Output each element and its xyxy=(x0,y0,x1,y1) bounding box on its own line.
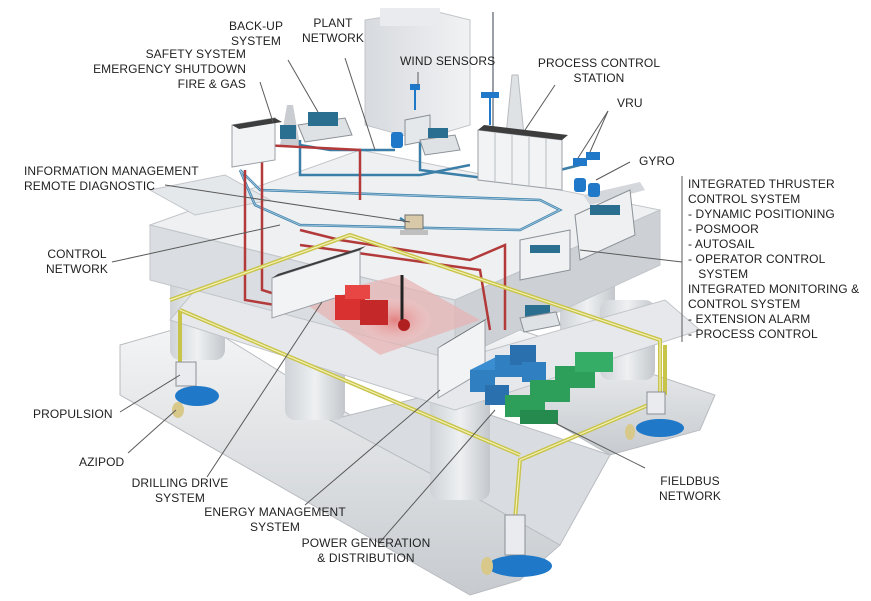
label-integrated-systems: INTEGRATED THRUSTER CONTROL SYSTEM - DYN… xyxy=(688,177,860,341)
column-front-right xyxy=(430,385,490,500)
label-control-network: CONTROL NETWORK xyxy=(45,247,109,276)
label-wind-sensors: WIND SENSORS xyxy=(400,54,496,68)
label-power-generation: POWER GENERATION & DISTRIBUTION xyxy=(301,536,431,565)
drilling-console xyxy=(519,305,561,333)
equipment-cabinets xyxy=(231,117,568,399)
fieldbus-network-cables-inner xyxy=(169,234,661,521)
label-safety-system: SAFETY SYSTEM EMERGENCY SHUTDOWN FIRE & … xyxy=(93,47,246,91)
comms-unit xyxy=(391,132,403,148)
label-process-control-station: PROCESS CONTROL STATION xyxy=(537,56,661,85)
energy-equipment xyxy=(470,345,546,405)
label-energy-management: ENERGY MANAGEMENT SYSTEM xyxy=(204,505,346,534)
wind-sensor-1 xyxy=(410,84,420,110)
label-backup-system: BACK-UP SYSTEM xyxy=(229,19,284,48)
propulsion-thruster-right xyxy=(625,391,684,440)
drilling-drive-equipment xyxy=(335,275,410,331)
label-plant-network: PLANT NETWORK xyxy=(302,16,365,45)
tower-top xyxy=(380,8,440,26)
plant-console xyxy=(404,114,461,156)
process-control-cabinet xyxy=(477,125,568,191)
helideck xyxy=(148,174,272,216)
vru-sensors xyxy=(573,152,600,166)
label-drilling-drive: DRILLING DRIVE SYSTEM xyxy=(131,476,229,505)
safety-system-cabinet xyxy=(231,117,282,168)
wind-sensor-2 xyxy=(481,92,499,125)
gyro-units xyxy=(574,178,600,197)
thrusters xyxy=(172,361,684,577)
label-azipod: AZIPOD xyxy=(79,455,125,469)
bridge-console xyxy=(519,189,636,281)
label-gyro: GYRO xyxy=(639,154,675,168)
leader-lines xyxy=(111,57,683,543)
crane-arm xyxy=(583,182,645,205)
label-information-management: INFORMATION MANAGEMENT REMOTE DIAGNOSTIC xyxy=(24,164,199,193)
power-generation-equipment xyxy=(505,352,613,424)
propulsion-thruster-front xyxy=(481,514,552,577)
backup-console xyxy=(297,112,353,143)
label-fieldbus-network: FIELDBUS NETWORK xyxy=(658,474,722,503)
sensors xyxy=(391,84,600,197)
propulsion-thruster-left xyxy=(172,361,219,418)
safety-console xyxy=(280,125,296,139)
label-vru: VRU xyxy=(617,96,643,110)
label-propulsion: PROPULSION xyxy=(33,407,113,421)
operator-consoles xyxy=(280,112,636,333)
information-terminal xyxy=(400,214,428,235)
